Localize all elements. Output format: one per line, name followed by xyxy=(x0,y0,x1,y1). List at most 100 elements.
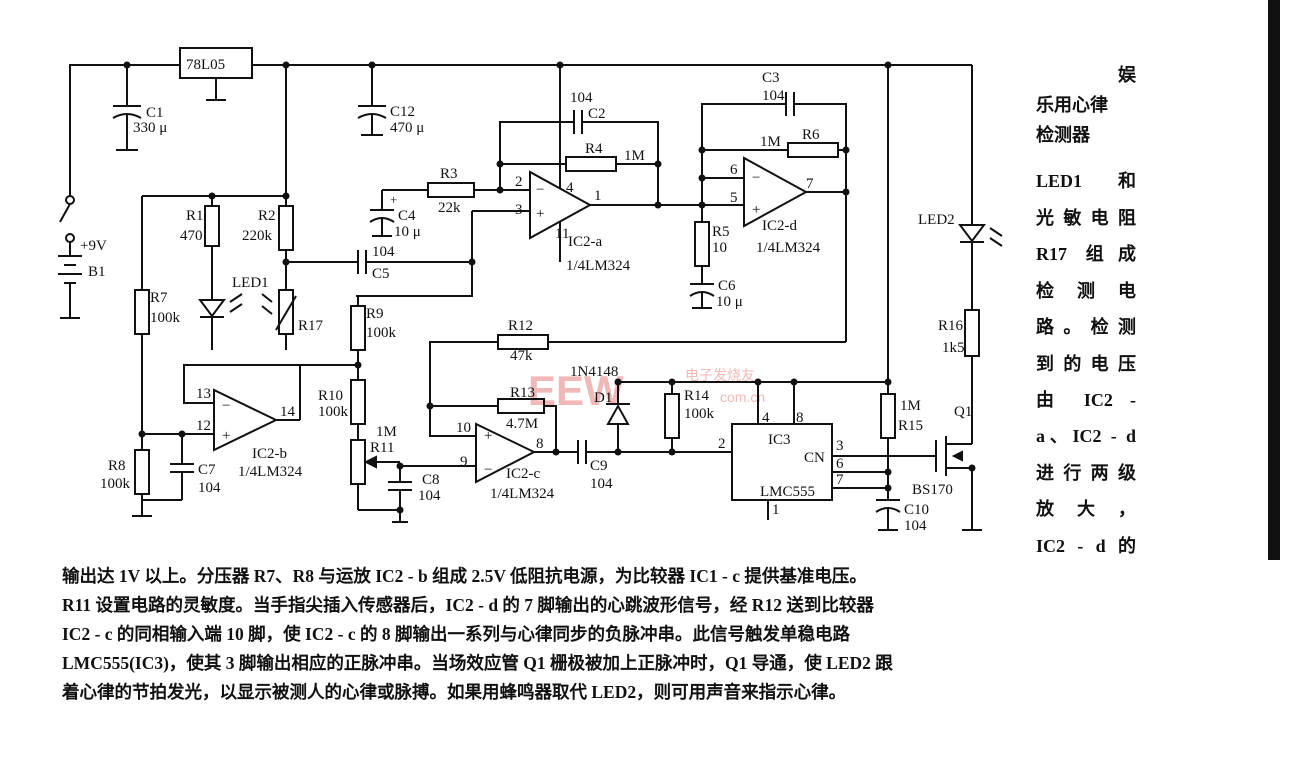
svg-text:R5: R5 xyxy=(712,224,730,240)
svg-text:R4: R4 xyxy=(585,141,603,157)
resistor-r2: R2 220k xyxy=(242,65,294,290)
svg-text:LED1: LED1 xyxy=(232,275,269,291)
paragraph-line: 输出达 1V 以上。分压器 R7、R8 与运放 IC2 - b 组成 2.5V … xyxy=(62,566,867,586)
svg-text:6: 6 xyxy=(730,162,738,178)
svg-text:Q1: Q1 xyxy=(954,404,972,420)
watermark-subtitle: 电子发烧友 xyxy=(685,367,755,383)
svg-text:100k: 100k xyxy=(100,476,131,492)
regulator-label: 78L05 xyxy=(186,57,225,73)
svg-text:7: 7 xyxy=(806,176,814,192)
svg-text:R1: R1 xyxy=(186,208,204,224)
svg-text:CN: CN xyxy=(804,450,825,466)
resistor-r4: R4 1M xyxy=(500,141,662,172)
side-text-line: LED1 和 xyxy=(1036,171,1136,191)
svg-text:C9: C9 xyxy=(590,458,608,474)
description-paragraph: 输出达 1V 以上。分压器 R7、R8 与运放 IC2 - b 组成 2.5V … xyxy=(62,562,1152,707)
svg-text:1N4148: 1N4148 xyxy=(570,364,618,380)
svg-text:100k: 100k xyxy=(684,406,715,422)
svg-text:11: 11 xyxy=(555,226,569,242)
svg-text:104: 104 xyxy=(590,476,613,492)
svg-text:R12: R12 xyxy=(508,318,533,334)
svg-text:104: 104 xyxy=(570,90,593,106)
wire-ic2a-bias xyxy=(356,211,473,297)
svg-text:9: 9 xyxy=(460,454,468,470)
svg-text:R6: R6 xyxy=(802,127,820,143)
svg-text:IC3: IC3 xyxy=(768,432,791,448)
svg-text:220k: 220k xyxy=(242,228,273,244)
svg-text:1/4LM324: 1/4LM324 xyxy=(756,240,821,256)
paragraph-line: IC2 - c 的同相输入端 10 脚，使 IC2 - c 的 8 脚输出一系列… xyxy=(62,624,850,644)
title-line-1: 娱 xyxy=(1118,65,1136,85)
svg-text:R14: R14 xyxy=(684,388,710,404)
side-text-line: 到的电压 xyxy=(1036,354,1136,374)
side-text-line: IC2 - d 的 xyxy=(1036,536,1136,556)
svg-text:470: 470 xyxy=(180,228,203,244)
svg-text:13: 13 xyxy=(196,386,211,402)
svg-text:104: 104 xyxy=(904,518,927,534)
svg-text:C2: C2 xyxy=(588,106,606,122)
led1: LED1 xyxy=(198,275,269,350)
svg-text:1: 1 xyxy=(772,502,780,518)
svg-text:3: 3 xyxy=(836,438,844,454)
resistor-r13: R13 4.7M xyxy=(430,385,557,452)
opamp-ic2c: 10 9 8 + − IC2-c 1/4LM324 xyxy=(456,420,578,502)
potentiometer-r11: 1M R11 xyxy=(350,424,400,511)
svg-text:C4: C4 xyxy=(398,208,416,224)
watermark-url: com.cn xyxy=(720,389,765,405)
capacitor-c3: C3 104 xyxy=(701,70,847,342)
svg-text:−: − xyxy=(222,398,230,414)
svg-text:D1: D1 xyxy=(594,390,612,406)
capacitor-c6: C6 10 μ xyxy=(689,278,743,310)
resistor-r10: R10 100k xyxy=(318,379,366,440)
svg-text:3: 3 xyxy=(515,202,523,218)
svg-text:IC2-d: IC2-d xyxy=(762,218,797,234)
svg-text:470 μ: 470 μ xyxy=(390,120,424,136)
svg-text:104: 104 xyxy=(762,88,785,104)
svg-text:+: + xyxy=(752,202,760,218)
svg-text:IC2-c: IC2-c xyxy=(506,466,540,482)
capacitor-c4: + C4 10 μ xyxy=(369,189,421,240)
svg-text:R16: R16 xyxy=(938,318,964,334)
svg-text:1k5: 1k5 xyxy=(942,340,965,356)
svg-text:LMC555: LMC555 xyxy=(760,484,815,500)
svg-text:10 μ: 10 μ xyxy=(394,224,421,240)
svg-text:R9: R9 xyxy=(366,306,384,322)
svg-text:R17: R17 xyxy=(298,318,324,334)
capacitor-c8: C8 104 xyxy=(388,462,472,523)
svg-text:1/4LM324: 1/4LM324 xyxy=(238,464,303,480)
svg-text:10: 10 xyxy=(712,240,727,256)
svg-text:+: + xyxy=(484,428,492,444)
svg-text:330 μ: 330 μ xyxy=(133,120,167,136)
capacitor-c1: C1 330 μ xyxy=(112,65,167,151)
svg-text:100k: 100k xyxy=(150,310,181,326)
svg-text:47k: 47k xyxy=(510,348,533,364)
photoresistor-r17: R17 xyxy=(261,289,324,350)
side-text-line: 进行两级 xyxy=(1036,463,1136,483)
side-text-line: 放 大 ， xyxy=(1036,499,1136,519)
svg-text:104: 104 xyxy=(198,480,221,496)
svg-text:14: 14 xyxy=(280,404,296,420)
regulator-78l05: 78L05 xyxy=(179,47,253,101)
svg-text:1M: 1M xyxy=(376,424,397,440)
svg-text:R8: R8 xyxy=(108,458,126,474)
svg-text:+: + xyxy=(222,428,230,444)
svg-text:4: 4 xyxy=(566,180,574,196)
svg-text:R13: R13 xyxy=(510,385,535,401)
svg-text:5: 5 xyxy=(730,190,738,206)
paragraph-line: R11 设置电路的灵敏度。当手指尖插入传感器后，IC2 - d 的 7 脚输出的… xyxy=(62,595,874,615)
svg-text:C1: C1 xyxy=(146,105,164,121)
side-text-line: 由 IC2 - xyxy=(1036,390,1136,410)
resistor-r12: R12 47k xyxy=(426,318,846,437)
svg-text:R15: R15 xyxy=(898,418,923,434)
resistor-r8: R8 100k xyxy=(100,430,152,517)
svg-text:C6: C6 xyxy=(718,278,736,294)
svg-text:C8: C8 xyxy=(422,472,440,488)
svg-text:4.7M: 4.7M xyxy=(506,416,538,432)
svg-text:100k: 100k xyxy=(366,325,397,341)
resistor-r1: R1 470 xyxy=(180,196,220,300)
svg-text:+9V: +9V xyxy=(80,238,107,254)
capacitor-c5: 104 C5 xyxy=(286,244,476,282)
resistor-r9: R9 100k xyxy=(350,296,397,380)
svg-text:2: 2 xyxy=(515,174,523,190)
